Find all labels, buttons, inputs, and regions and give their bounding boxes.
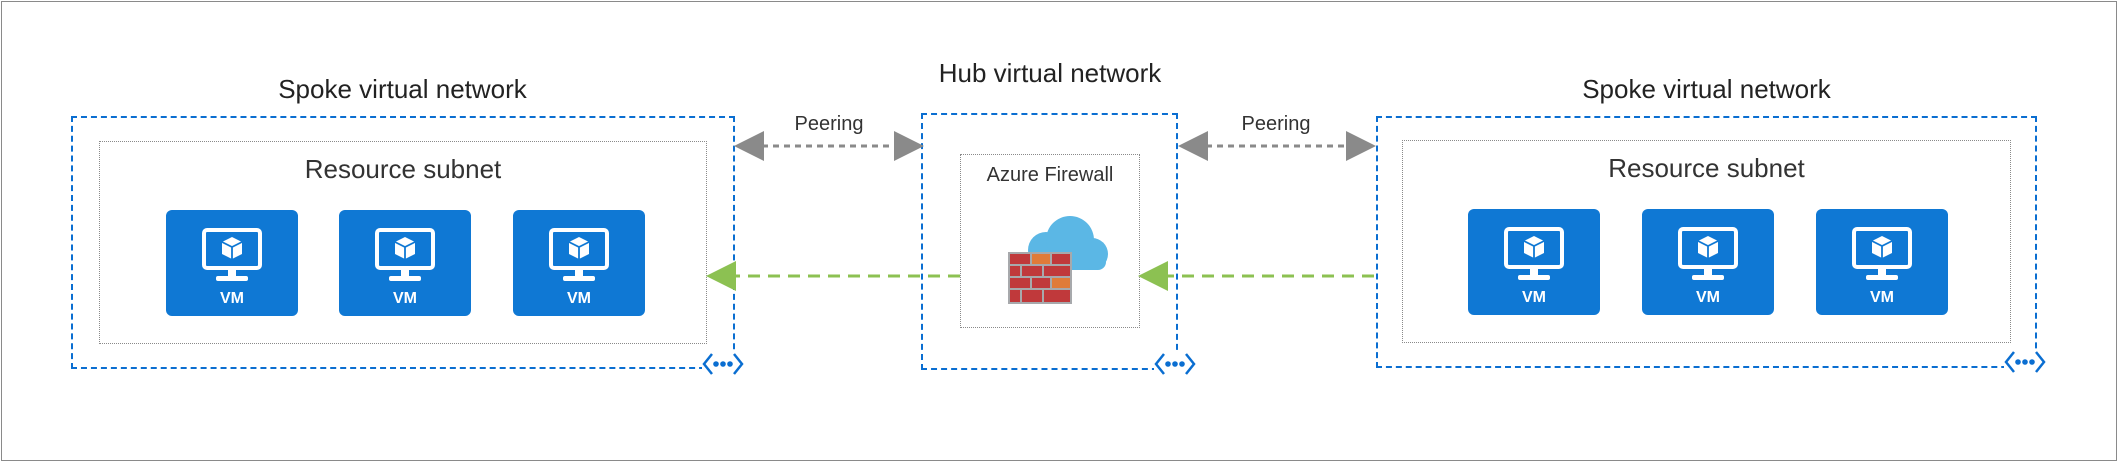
firewall-cloud-icon (1008, 216, 1108, 304)
monitor-cube-icon (1678, 227, 1738, 280)
vm-left-2[interactable]: VM (339, 210, 471, 316)
vm-right-2[interactable]: VM (1642, 209, 1774, 315)
vm-label: VM (220, 290, 244, 307)
spoke-left-title: Spoke virtual network (278, 74, 527, 104)
vm-right-3[interactable]: VM (1816, 209, 1948, 315)
spoke-right-subnet (1402, 140, 2011, 343)
vnet-dots-icon (702, 351, 744, 377)
vnet-dots-icon (2004, 349, 2046, 375)
monitor-cube-icon (1504, 227, 1564, 280)
monitor-cube-icon (549, 228, 609, 281)
spoke-left-vnet (71, 116, 735, 369)
vm-label: VM (567, 290, 591, 307)
monitor-cube-icon (1852, 227, 1912, 280)
vm-label: VM (1522, 289, 1546, 306)
spoke-right-vnet (1376, 116, 2037, 368)
vm-label: VM (1696, 289, 1720, 306)
peering-label-right: Peering (1241, 113, 1311, 135)
vm-left-1[interactable]: VM (166, 210, 298, 316)
spoke-left-subnet (99, 141, 707, 344)
hub-title: Hub virtual network (938, 58, 1162, 88)
vnet-dots-icon (1154, 351, 1196, 377)
spoke-right-subnet-label: Resource subnet (1608, 153, 1805, 183)
spoke-left-subnet-label: Resource subnet (304, 154, 502, 184)
vm-right-1[interactable]: VM (1468, 209, 1600, 315)
hub-vnet (921, 113, 1178, 370)
hub-firewall-subnet (960, 154, 1140, 328)
brick-wall-icon (1008, 252, 1072, 304)
firewall-label: Azure Firewall (986, 164, 1114, 186)
monitor-cube-icon (375, 228, 435, 281)
vm-label: VM (393, 290, 417, 307)
peering-label-left: Peering (794, 113, 864, 135)
monitor-cube-icon (202, 228, 262, 281)
spoke-right-title: Spoke virtual network (1582, 74, 1831, 104)
vm-left-3[interactable]: VM (513, 210, 645, 316)
vm-label: VM (1870, 289, 1894, 306)
